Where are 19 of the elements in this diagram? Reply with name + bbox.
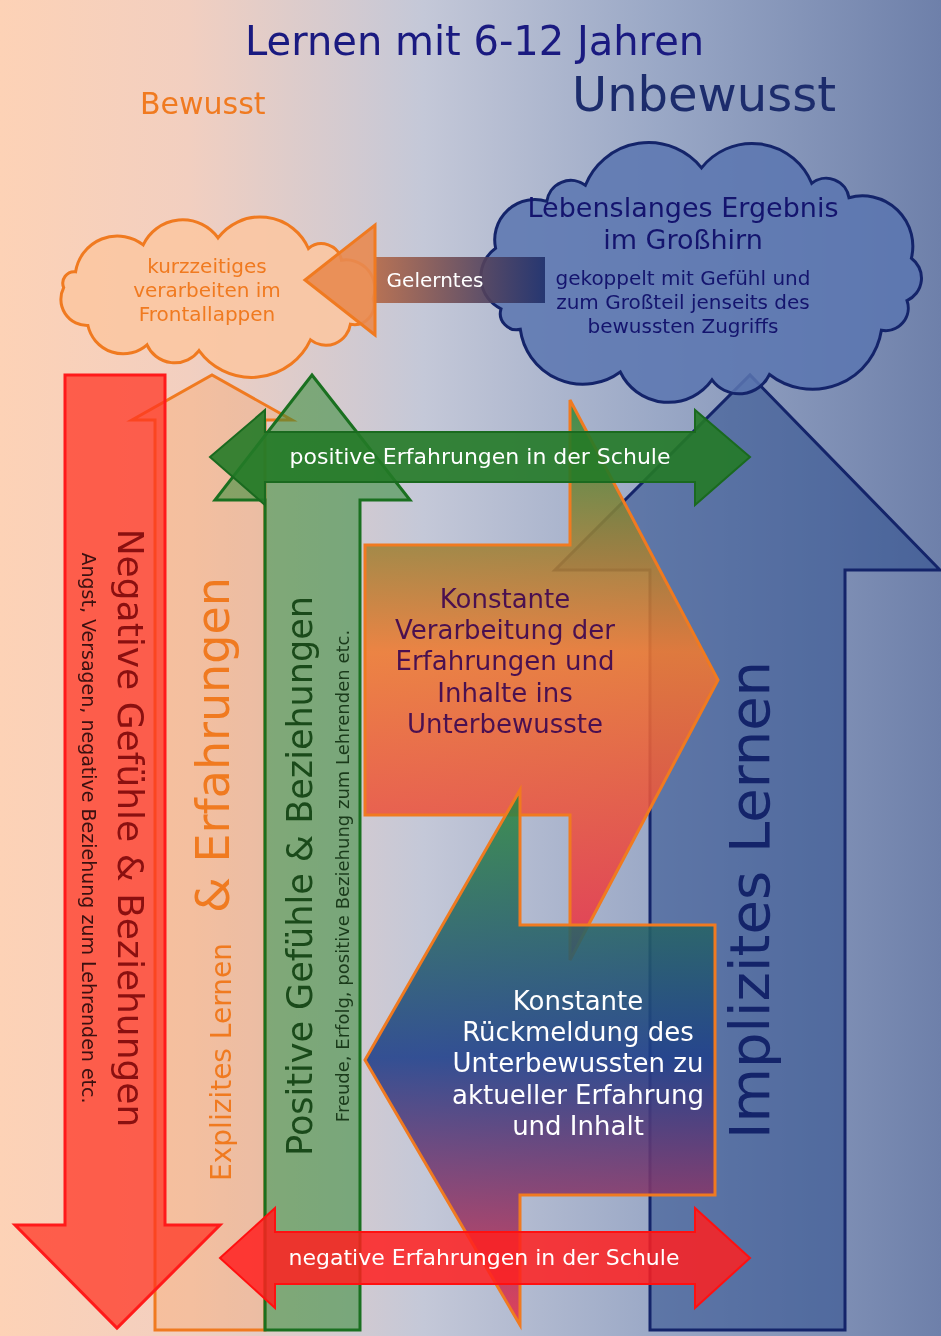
arrow-heading: & Erfahrungen [186, 576, 242, 915]
cloud-text: kurzzeitiges verarbeiten im Frontallappen [132, 254, 282, 326]
arrow-heading: Implizites Lernen [716, 659, 784, 1142]
arrow-text: Angst, Versagen, negative Beziehung zum Lehrenden etc. [77, 551, 101, 1106]
arrow-text: Konstante Rückmeldung des Unterbewussten zu aktueller Erfahrung und Inhalt [451, 986, 705, 1142]
cloud-text: gekoppelt mit Gefühl und zum Großteil jenseits des bewussten Zugriffs [554, 266, 812, 338]
arrow-text: positive Erfahrungen in der Schule [288, 443, 672, 471]
zone-label: Bewusst [140, 86, 266, 121]
arrow-text: Explizites Lernen [205, 942, 239, 1183]
arrow-heading: Negative Gefühle & Beziehungen [108, 527, 152, 1130]
arrow [303, 223, 545, 337]
zone-label: Unbewusst [572, 66, 837, 122]
arrow-text: Konstante Verarbeitung der Erfahrungen und Inhalte ins Unterbewusste [394, 584, 616, 740]
arrow-text: Freude, Erfolg, positive Beziehung zum Lehrenden etc. [332, 628, 354, 1125]
title: Lernen mit 6-12 Jahren [245, 18, 705, 64]
arrow-heading: Positive Gefühle & Beziehungen [279, 595, 321, 1158]
edge-label: Gelerntes [386, 268, 484, 292]
cloud-heading: Lebenslanges Ergebnis im Großhirn [526, 191, 840, 257]
arrow-text: negative Erfahrungen in der Schule [287, 1244, 681, 1272]
